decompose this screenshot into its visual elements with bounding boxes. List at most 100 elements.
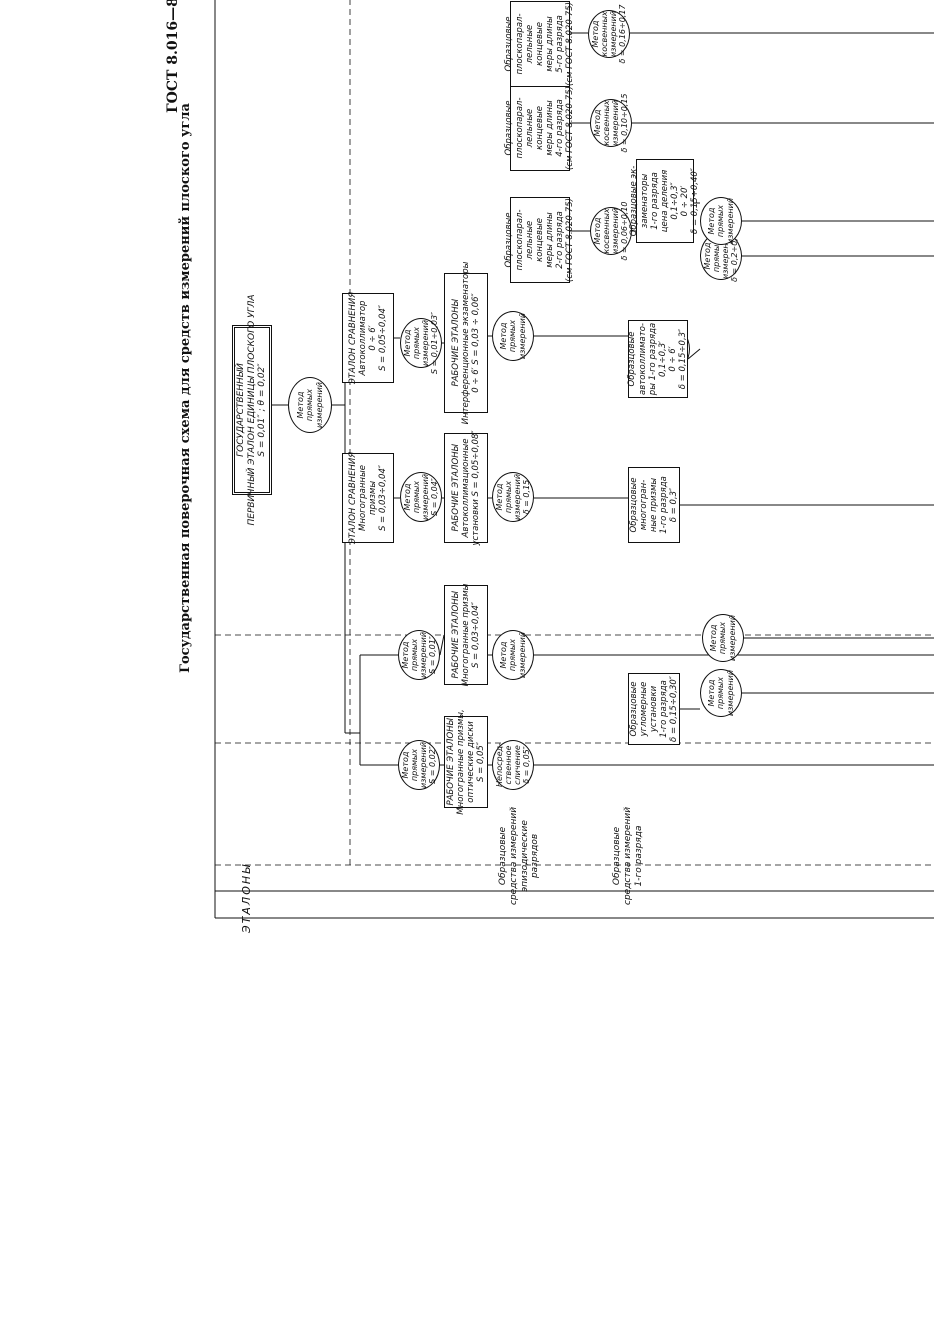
text-line: Образцовые: [612, 826, 622, 886]
text-line: Образцовые: [627, 331, 638, 387]
text-line: 0 ÷ 20′: [680, 185, 691, 217]
text-line: Метод: [592, 217, 602, 245]
text-line: ЭТАЛОН СРАВНЕНИЯ: [347, 451, 358, 545]
text-line: Непосред-: [494, 743, 504, 787]
text-line: 1-го разряда: [649, 172, 660, 230]
text-line: концевые: [534, 22, 545, 66]
text-line: δ = 0,15÷0,30″: [669, 676, 680, 742]
text-line: S = 0,02″: [428, 746, 438, 784]
text-line: измерений: [727, 614, 737, 662]
text-line: прямых: [409, 748, 419, 782]
text-line: (см ГОСТ 8.020-75): [565, 198, 576, 282]
text-line: измерений: [609, 10, 618, 58]
text-line: Образцовые эк-: [629, 165, 640, 237]
text-line: измерений: [314, 381, 324, 429]
text-line: РАБОЧИЕ ЭТАЛОНЫ: [450, 444, 461, 532]
text-line: Автоколлимационные: [460, 438, 471, 538]
text-line: δ = 0,16÷0,17: [618, 4, 628, 64]
text-line: косвенных: [601, 100, 611, 146]
text-line: плоскопарал-: [514, 97, 525, 159]
text-line: Многогранные призмы,: [455, 709, 466, 815]
text-line: измерений: [725, 669, 735, 717]
text-line: Метод: [707, 207, 717, 235]
text-line: S = 0,01″ ; θ = 0,02″: [257, 363, 268, 457]
text-line: Образцовые: [504, 212, 515, 268]
text-line: прямых: [305, 388, 315, 422]
text-line: ПЕРВИЧНЫЙ ЭТАЛОН ЕДИНИЦЫ ПЛОСКОГО УГЛА: [246, 294, 257, 526]
text-line: косвенных: [599, 11, 609, 57]
text-line: сличение: [513, 745, 522, 785]
text-line: Интерференционные экзаменаторы: [460, 261, 471, 425]
text-line: Многогранные призмы: [460, 583, 471, 687]
text-line: δ = 0,15÷0,40″: [690, 168, 701, 234]
text-line: Образцовые: [498, 826, 508, 886]
text-line: Образцовые: [628, 477, 639, 533]
text-line: установки: [648, 685, 659, 733]
text-line: Метод: [592, 109, 602, 137]
text-line: автоколлимато-: [637, 323, 648, 395]
connector-line: [687, 348, 701, 360]
text-line: Метод: [494, 483, 504, 511]
text-line: заменаторы: [639, 173, 650, 229]
text-line: Образцовые: [504, 100, 515, 156]
text-line: Метод: [590, 20, 600, 48]
text-line: Автоколлиматор: [357, 300, 368, 376]
text-line: меры длины: [545, 212, 556, 268]
text-line: измерений: [513, 473, 522, 521]
text-line: прямых: [411, 480, 421, 514]
text-line: измерений: [419, 741, 428, 789]
text-line: оптические диски: [466, 721, 476, 803]
text-line: 0 ÷ 6′ S = 0,03 ÷ 0,06″: [471, 293, 482, 393]
text-line: Многогранные: [357, 465, 368, 531]
text-line: 0 ÷ 6′: [668, 346, 679, 372]
text-line: δ = 0,10÷0,15: [620, 93, 630, 153]
text-line: прямых: [716, 676, 726, 710]
text-line: Метод: [702, 242, 712, 270]
document-title: Государственная поверочная схема для сре…: [178, 103, 193, 673]
text-line: прямых: [718, 621, 728, 655]
text-line: прямых: [508, 319, 518, 353]
text-line: Метод: [709, 624, 719, 652]
text-line: лельные: [524, 24, 535, 64]
text-line: измерений: [725, 197, 735, 245]
text-line: (см ГОСТ 8.020-75): [565, 86, 576, 170]
text-line: измерений: [611, 207, 620, 255]
text-line: призмы: [368, 480, 378, 516]
text-line: δ = 0,15÷0,3″: [678, 328, 689, 390]
text-line: косвенных: [601, 208, 611, 254]
text-line: РАБОЧИЕ ЭТАЛОНЫ: [450, 591, 461, 679]
text-line: δ = 0,05″: [522, 746, 532, 784]
text-line: эпизодические: [519, 820, 530, 892]
text-line: S = 0,05″: [476, 741, 487, 783]
text-line: прямых: [503, 480, 513, 514]
text-line: δ = 0,06÷0,10: [620, 201, 630, 261]
text-line: разрядов: [530, 833, 541, 879]
text-line: δ = 0,3″: [669, 487, 680, 523]
text-line: концевые: [534, 218, 545, 262]
text-line: прямых: [716, 204, 726, 238]
text-line: Метод: [402, 483, 412, 511]
text-line: ЭТАЛОН СРАВНЕНИЯ: [347, 291, 358, 385]
text-line: ры 1-го разряда: [647, 322, 658, 396]
